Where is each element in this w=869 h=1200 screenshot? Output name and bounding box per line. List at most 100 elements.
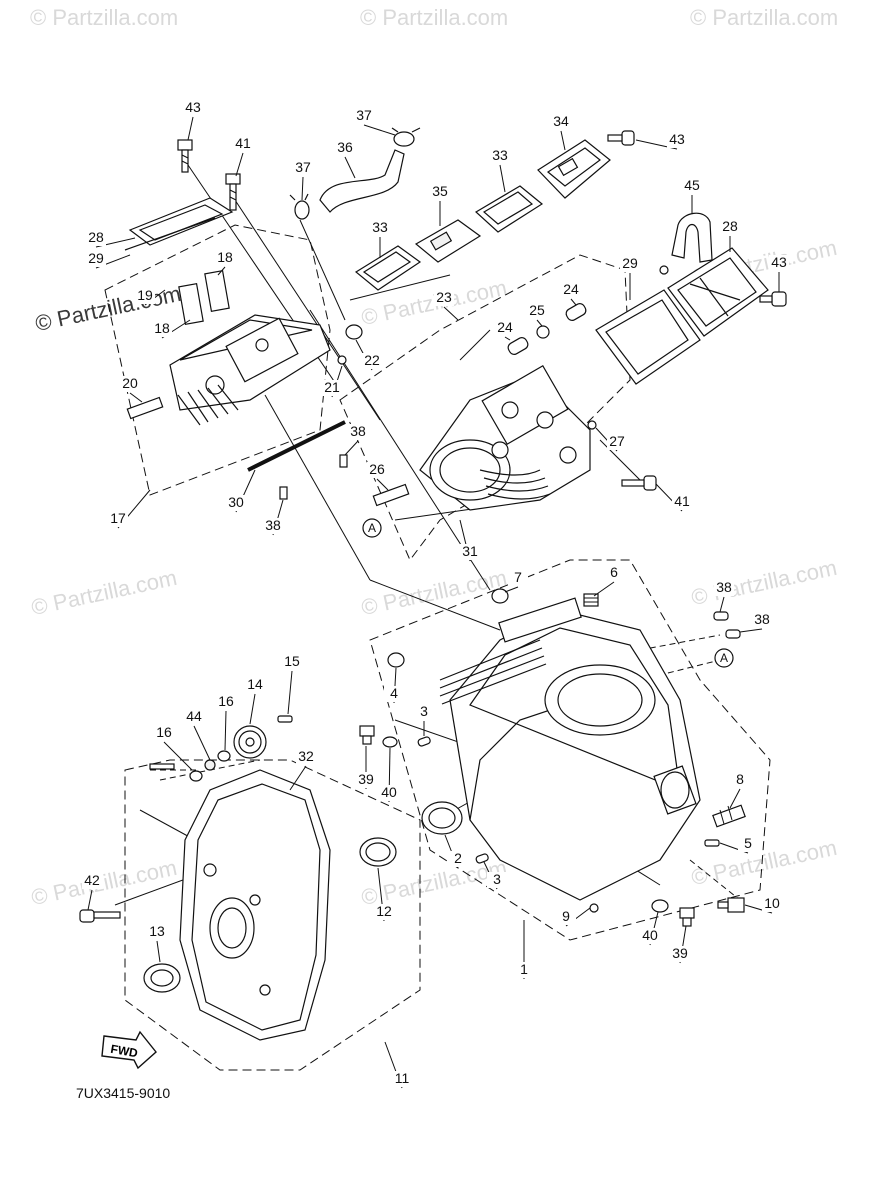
callout-bg [370, 220, 390, 236]
part-callout-29: 29 [622, 255, 638, 271]
group-outline-31 [339, 254, 631, 561]
part-callout-18: 18 [217, 249, 233, 265]
callout-bg [147, 924, 167, 940]
gasket-30 [247, 420, 346, 472]
part-callout-28: 28 [722, 218, 738, 234]
part-callout-38: 38 [716, 579, 732, 595]
svg-text:A: A [720, 651, 728, 665]
pin-38a [339, 454, 348, 468]
reference-marker-a-left: A [362, 518, 382, 538]
callout-leader [499, 164, 506, 193]
callout-leader [129, 392, 143, 403]
callout-leader [249, 693, 256, 725]
part-callout-3: 3 [420, 703, 428, 719]
callout-bg [460, 544, 480, 560]
callout-leader [729, 788, 741, 809]
nut-44 [204, 759, 216, 771]
callout-bg [86, 251, 106, 267]
reference-code: 7UX3415-9010 [76, 1085, 171, 1101]
part-callout-30: 30 [228, 494, 244, 510]
callout-bg [414, 704, 434, 720]
callout-leader [224, 710, 227, 751]
callout-bg [296, 749, 316, 765]
callout-leader [739, 628, 763, 633]
callout-bg [607, 434, 627, 450]
callout-leader [443, 306, 459, 321]
callout-labels: 4341373637344333353345282919181823252424… [82, 99, 789, 1089]
callout-bg [154, 725, 174, 741]
cylinder-31 [419, 365, 591, 511]
callout-leader [560, 130, 566, 151]
callout-bg [374, 904, 394, 920]
callout-bg [508, 570, 528, 586]
callout-bg [448, 851, 468, 867]
part-callout-33: 33 [372, 219, 388, 235]
bushing-4 [387, 652, 405, 668]
clamp-37 [289, 193, 310, 220]
pin-cover [149, 763, 175, 770]
pin-15 [277, 715, 293, 723]
callout-leader [217, 266, 226, 276]
callout-bg [216, 694, 236, 710]
callout-bg [263, 518, 283, 534]
part-callout-16: 16 [156, 724, 172, 740]
gasket-33-right [474, 185, 544, 233]
breather-hose-36 [319, 149, 405, 213]
callout-bg [556, 909, 576, 925]
washer-40-left [382, 736, 398, 748]
gasket-33-left [354, 245, 422, 291]
part-callout-38: 38 [754, 611, 770, 627]
part-callout-41: 41 [674, 493, 690, 509]
valve-cover-28-left [124, 197, 234, 251]
part-callout-40: 40 [381, 784, 397, 800]
part-callout-8: 8 [736, 771, 744, 787]
part-callout-19: 19 [137, 287, 153, 303]
callout-leader [163, 741, 193, 771]
part-callout-12: 12 [376, 903, 392, 919]
callout-bg [620, 256, 640, 272]
part-callout-21: 21 [324, 379, 340, 395]
drain-plug-39-left [359, 725, 375, 745]
part-callout-24: 24 [563, 281, 579, 297]
part-callout-36: 36 [337, 139, 353, 155]
pin-38c [713, 611, 729, 621]
callout-leader [570, 298, 577, 306]
callout-leader [87, 889, 93, 911]
callout-leader [504, 336, 511, 341]
part-callout-44: 44 [186, 708, 202, 724]
gasket-34 [537, 139, 611, 199]
part-callout-4: 4 [390, 685, 398, 701]
callout-leader [504, 586, 519, 593]
callout-bg [293, 160, 313, 176]
clamp-37-top [391, 127, 421, 147]
shim-18a [204, 270, 230, 312]
bolt-42 [79, 909, 121, 923]
callout-leader [719, 596, 725, 613]
callout-bg [184, 709, 204, 725]
bolt-41-right [621, 475, 657, 491]
svg-text:FWD: FWD [110, 1042, 140, 1061]
part-callout-22: 22 [364, 352, 380, 368]
callout-bg [392, 1071, 412, 1087]
crankcase-cover-32 [179, 769, 331, 1041]
callout-bg [282, 654, 302, 670]
sleeve-22 [345, 324, 363, 340]
part-callout-35: 35 [432, 183, 448, 199]
stud-20 [126, 396, 164, 420]
part-callout-43: 43 [771, 254, 787, 270]
cylinder-head-left [169, 314, 331, 426]
cooling-fins-crankcase [439, 639, 547, 705]
callout-leader [593, 581, 615, 597]
callout-bg [183, 100, 203, 116]
callout-bg [561, 282, 581, 298]
bolt-43-top [177, 139, 193, 173]
part-callout-32: 32 [298, 748, 314, 764]
callout-bg [335, 140, 355, 156]
drain-plug-39-right [679, 907, 695, 927]
callout-bg [682, 178, 702, 194]
callout-bg [215, 250, 235, 266]
callout-leader [287, 670, 293, 715]
group-outline-17 [104, 224, 331, 496]
part-callout-38: 38 [265, 517, 281, 533]
callout-leader [363, 124, 396, 136]
